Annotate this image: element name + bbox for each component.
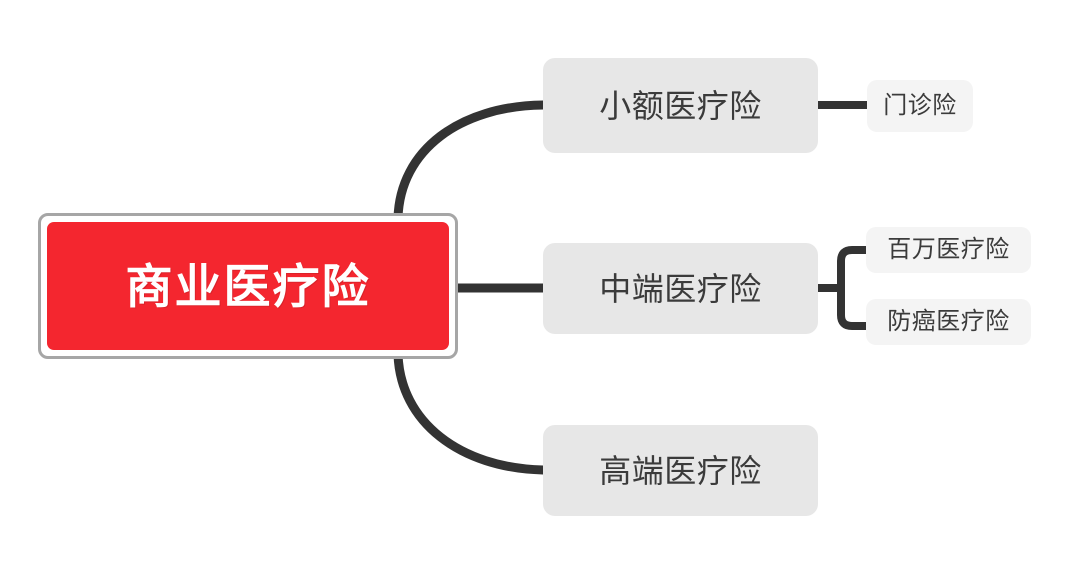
leaf-node-anticancer[interactable]: 防癌医疗险	[866, 299, 1031, 345]
leaf-node-label: 防癌医疗险	[887, 308, 1010, 335]
leaf-node-million[interactable]: 百万医疗险	[866, 227, 1031, 273]
root-node[interactable]: 商业医疗险	[38, 213, 458, 359]
leaf-node-outpatient[interactable]: 门诊险	[867, 80, 973, 132]
branch-node-label: 高端医疗险	[599, 452, 762, 489]
connector-root-to-high	[393, 349, 548, 475]
branch-node-mid-range[interactable]: 中端医疗险	[543, 243, 818, 334]
connector-mid-bracket	[837, 246, 870, 330]
branch-node-label: 小额医疗险	[599, 87, 762, 124]
branch-node-small-amount[interactable]: 小额医疗险	[543, 58, 818, 153]
leaf-node-label: 门诊险	[883, 92, 957, 119]
root-node-label: 商业医疗险	[125, 259, 371, 313]
branch-node-high-end[interactable]: 高端医疗险	[543, 425, 818, 516]
root-node-fill: 商业医疗险	[47, 222, 449, 350]
branch-node-label: 中端医疗险	[599, 270, 762, 307]
connector-root-to-small	[393, 100, 548, 223]
leaf-node-label: 百万医疗险	[887, 236, 1010, 263]
